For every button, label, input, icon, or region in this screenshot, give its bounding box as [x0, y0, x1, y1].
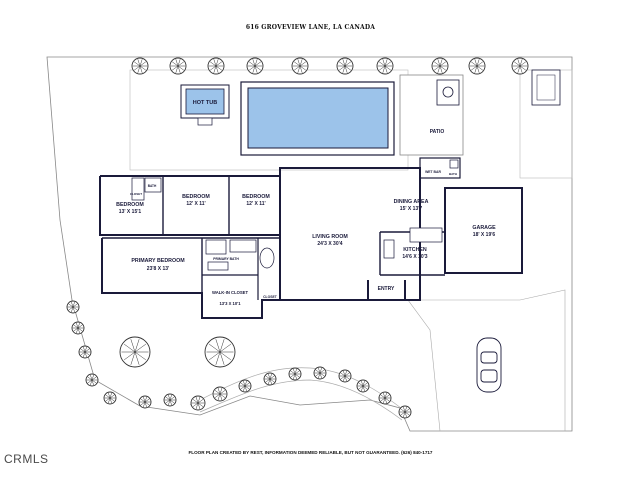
label-patio: PATIO [430, 129, 445, 135]
tree-icon [288, 367, 302, 381]
label-entry: ENTRY [378, 286, 395, 292]
hot-tub-step [197, 117, 213, 126]
tree-icon [263, 372, 277, 386]
label-wet-bar: WET BAR [425, 170, 441, 174]
dims-bedroom3: 12' X 11' [246, 201, 265, 207]
label-living: LIVING ROOM [312, 234, 348, 240]
tree-icon [119, 336, 151, 368]
dims-living: 24'3 X 30'4 [317, 241, 342, 247]
dims-bedroom1: 13' X 15'1 [119, 209, 142, 215]
label-bedroom3: BEDROOM [242, 194, 270, 200]
tree-icon [78, 345, 92, 359]
dims-garage: 18' X 19'6 [473, 232, 496, 238]
tree-icon [103, 391, 117, 405]
tree-icon [378, 391, 392, 405]
label-bedroom2: BEDROOM [182, 194, 210, 200]
fixtures [131, 159, 459, 271]
tree-icon [169, 57, 187, 75]
hot-tub [185, 88, 225, 115]
label-dining: DINING AREA [394, 199, 429, 205]
tree-icon [238, 379, 252, 393]
tree-icon [336, 57, 354, 75]
tree-icon [246, 57, 264, 75]
label-garage: GARAGE [472, 225, 496, 231]
plan-footer: FLOOR PLAN CREATED BY REST, INFORMATION … [188, 450, 433, 455]
shed [531, 69, 561, 106]
dims-kitchen: 14'6 X 10'3 [402, 254, 427, 260]
tree-icon [212, 386, 228, 402]
plan-title: 616 GROVEVIEW LANE, LA CANADA [245, 24, 376, 31]
tree-icon [85, 373, 99, 387]
tree-icon [356, 379, 370, 393]
label-hot-tub: HOT TUB [193, 100, 217, 106]
dims-walkin: 13'3 X 10'1 [219, 301, 241, 306]
house-walls [99, 157, 523, 319]
tree-icon [338, 369, 352, 383]
trees [66, 57, 529, 419]
tree-icon [431, 57, 449, 75]
tree-icon [190, 395, 206, 411]
tree-icon [163, 393, 177, 407]
tree-icon [71, 321, 85, 335]
label-bedroom1: BEDROOM [116, 202, 144, 208]
tree-icon [204, 336, 236, 368]
label-closet-b: CLOSET [263, 295, 278, 299]
room-labels: BEDROOM 13' X 15'1 BATH CLOSET BEDROOM 1… [116, 170, 496, 306]
label-closet-a: CLOSET [130, 192, 142, 196]
label-primary-bedroom: PRIMARY BEDROOM [131, 258, 185, 264]
pool [247, 87, 389, 149]
tree-icon [138, 395, 152, 409]
dims-dining: 15' X 13'7 [400, 206, 423, 212]
watermark: CRMLS [4, 452, 49, 466]
driveway [407, 289, 566, 432]
car-icon [476, 337, 502, 393]
label-walkin: WALK-IN CLOSET [212, 290, 248, 295]
tree-icon [468, 57, 486, 75]
label-bath-top: BATH [148, 184, 157, 188]
tree-icon [131, 57, 149, 75]
tree-icon [66, 300, 80, 314]
shed-inner [536, 74, 556, 101]
bbq-station [436, 79, 460, 106]
label-kitchen: KITCHEN [403, 247, 427, 253]
label-bath-small: BATH [449, 172, 457, 176]
bbq-icon [442, 86, 454, 98]
label-primary-bath: PRIMARY BATH [213, 257, 239, 261]
tree-icon [511, 57, 529, 75]
tree-icon [207, 57, 225, 75]
dims-primary-bedroom: 23'8 X 13' [147, 266, 169, 272]
tree-icon [398, 405, 412, 419]
tree-icon [313, 366, 327, 380]
tree-icon [376, 57, 394, 75]
front-walkway-inner [199, 379, 403, 421]
dims-bedroom2: 12' X 11' [186, 201, 205, 207]
tree-icon [291, 57, 309, 75]
